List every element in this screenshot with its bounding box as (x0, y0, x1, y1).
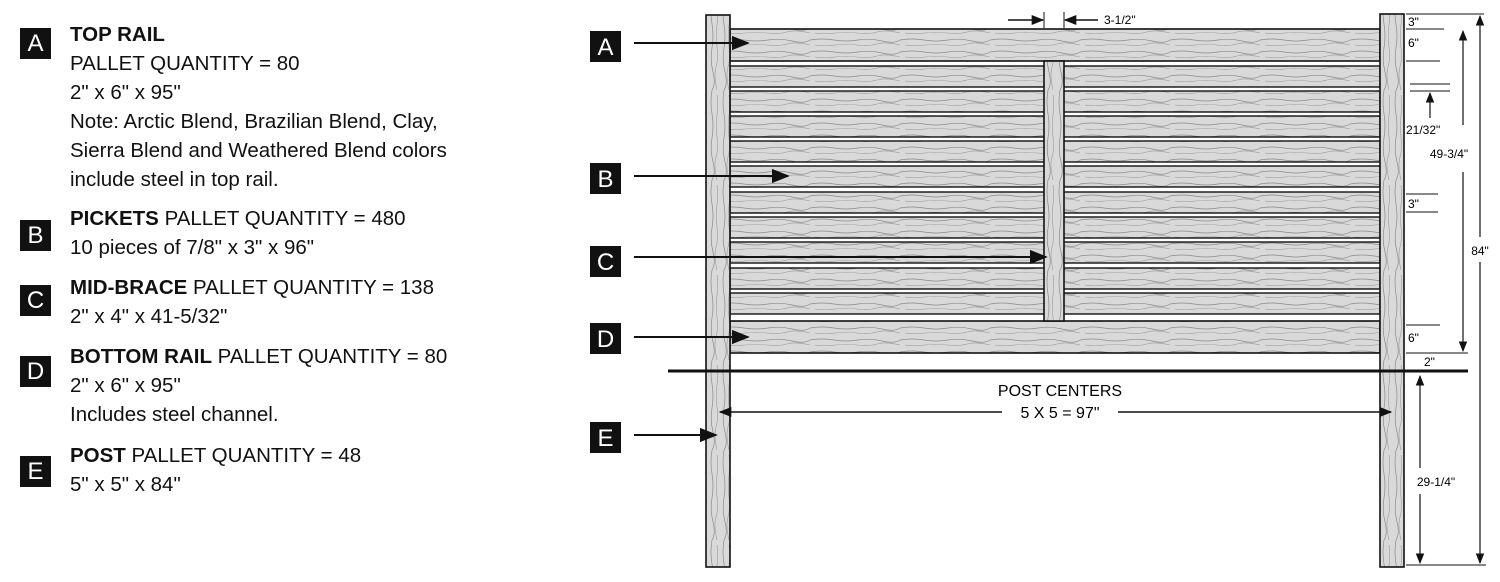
dim-top-3: 3" (1408, 15, 1419, 29)
parts-legend: A TOP RAIL PALLET QUANTITY = 80 2" x 6" … (0, 0, 560, 582)
legend-qty-pickets: PALLET QUANTITY = 480 (164, 207, 406, 230)
legend-note-line-1: Note: Arctic Blend, Brazilian Blend, Cla… (70, 110, 438, 133)
dim-mid-3: 3" (1408, 197, 1419, 211)
post-centers-label: POST CENTERS (998, 383, 1122, 400)
legend-name-post: POST (70, 444, 126, 467)
legend-badge-e: E (20, 456, 51, 487)
dim-rail-6-top: 6" (1408, 36, 1419, 50)
legend-qty-mid-brace: PALLET QUANTITY = 138 (193, 276, 434, 299)
brace-width-dimension: 3-1/2" (1008, 12, 1136, 28)
dim-brace-width: 3-1/2" (1104, 13, 1136, 27)
legend-badge-c: C (20, 285, 51, 316)
left-post (705, 14, 731, 568)
legend-name-pickets: PICKETS (70, 207, 159, 230)
post-centers-value: 5 X 5 = 97" (1020, 405, 1099, 422)
callout-badge-c (590, 246, 621, 277)
legend-size-post: 5" x 5" x 84" (70, 473, 181, 496)
legend-name-top-rail: TOP RAIL (70, 23, 165, 46)
post-centers-dimension: POST CENTERS 5 X 5 = 97" (718, 383, 1393, 422)
dim-total-height: 84" (1471, 244, 1489, 258)
dim-in-ground: 29-1/4" (1417, 475, 1455, 489)
dim-panel-height: 49-3/4" (1430, 147, 1468, 161)
callout-badge-d (590, 323, 621, 354)
dim-ground-2: 2" (1424, 355, 1435, 369)
dim-gap: 21/32" (1406, 123, 1440, 137)
legend-note-bottom-rail: Includes steel channel. (70, 403, 279, 426)
legend-note-line-3: include steel in top rail. (70, 168, 279, 191)
callout-badge-e (590, 422, 621, 453)
legend-name-bottom-rail: BOTTOM RAIL (70, 345, 212, 368)
legend-size-bottom-rail: 2" x 6" x 95" (70, 374, 181, 397)
legend-qty-top-rail: PALLET QUANTITY = 80 (70, 52, 300, 75)
legend-badge-b: B (20, 220, 51, 251)
callout-label-e: E (597, 425, 613, 452)
callout-badge-b (590, 163, 621, 194)
legend-badge-a: A (20, 28, 51, 59)
legend-name-mid-brace: MID-BRACE (70, 276, 188, 299)
callout-label-c: C (597, 249, 614, 276)
legend-qty-post: PALLET QUANTITY = 48 (131, 444, 362, 467)
callouts: A B C D E (590, 31, 1048, 453)
top-rail (729, 28, 1381, 62)
legend-size-pickets: 10 pieces of 7/8" x 3" x 96" (70, 236, 315, 259)
mid-brace (1043, 60, 1065, 322)
callout-label-b: B (597, 166, 613, 193)
callout-badge-a (590, 31, 621, 62)
height-dimensions: 3" 6" 21/32" 3" 6" 2" 49-3/4" 84" 29-1/4… (1406, 13, 1489, 566)
legend-size-mid-brace: 2" x 4" x 41-5/32" (70, 305, 228, 328)
callout-label-a: A (597, 34, 613, 61)
legend-size-top-rail: 2" x 6" x 95" (70, 81, 181, 104)
legend-note-line-2: Sierra Blend and Weathered Blend colors (70, 139, 447, 162)
legend-badge-d: D (20, 356, 51, 387)
dim-rail-6-bottom: 6" (1408, 331, 1419, 345)
legend-qty-bottom-rail: PALLET QUANTITY = 80 (217, 345, 448, 368)
right-post (1379, 13, 1405, 568)
bottom-rail (729, 320, 1381, 354)
callout-label-d: D (597, 326, 614, 353)
